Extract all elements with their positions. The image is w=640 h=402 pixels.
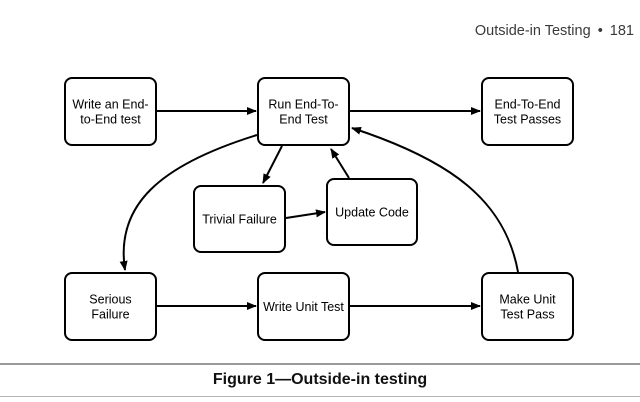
arrow-run-e2e-to-trivial-failure: [262, 145, 283, 184]
node-box-write-unit-test: [257, 272, 350, 341]
running-title: Outside-in Testing: [474, 23, 591, 39]
node-box-make-unit-pass: [481, 272, 574, 341]
header-separator: •: [597, 23, 603, 39]
node-box-write-e2e: [64, 77, 157, 146]
node-label-serious-failure-line-2: Failure: [91, 308, 129, 322]
node-label-write-e2e-line-1: Write an End-: [72, 98, 148, 112]
arrow-trivial-failure-to-update-code: [285, 209, 326, 219]
node-label-update-code-line-1: Update Code: [335, 206, 409, 220]
node-write-e2e: Write an End-to-End test: [64, 77, 157, 146]
node-label-e2e-passes-line-1: End-To-End: [494, 98, 560, 112]
node-label-make-unit-pass-line-1: Make Unit: [499, 293, 556, 307]
node-box-run-e2e: [257, 77, 350, 146]
node-write-unit-test: Write Unit Test: [257, 272, 350, 341]
node-box-update-code: [326, 178, 418, 246]
node-label-run-e2e-line-2: End Test: [279, 113, 328, 127]
node-label-make-unit-pass-line-2: Test Pass: [500, 308, 554, 322]
node-run-e2e: Run End-To-End Test: [257, 77, 350, 146]
running-header: Outside-in Testing • 181: [475, 23, 634, 39]
arrow-make-unit-pass-to-run-e2e: [351, 126, 519, 273]
outside-in-testing-diagram: Write an End-to-End test Run End-To-End T…: [64, 77, 574, 341]
caption-top-rule: [0, 363, 640, 365]
node-label-write-e2e-line-2: to-End test: [80, 113, 141, 127]
node-box-trivial-failure: [193, 185, 286, 253]
node-trivial-failure: Trivial Failure: [193, 185, 286, 253]
caption-bottom-rule: [0, 396, 640, 397]
figure-caption: Figure 1—Outside-in testing: [212, 371, 428, 388]
node-box-serious-failure: [64, 272, 157, 341]
node-box-e2e-passes: [481, 77, 574, 146]
node-update-code: Update Code: [326, 178, 418, 246]
arrow-update-code-to-run-e2e: [330, 148, 350, 179]
node-label-e2e-passes-line-2: Test Passes: [494, 113, 561, 127]
page-number: 181: [609, 23, 634, 39]
node-label-trivial-failure-line-1: Trivial Failure: [202, 213, 277, 227]
node-label-run-e2e-line-1: Run End-To-: [268, 98, 338, 112]
arrow-run-e2e-to-serious-failure: [119, 134, 258, 271]
node-label-write-unit-test-line-1: Write Unit Test: [263, 300, 344, 314]
node-label-serious-failure-line-1: Serious: [89, 293, 131, 307]
